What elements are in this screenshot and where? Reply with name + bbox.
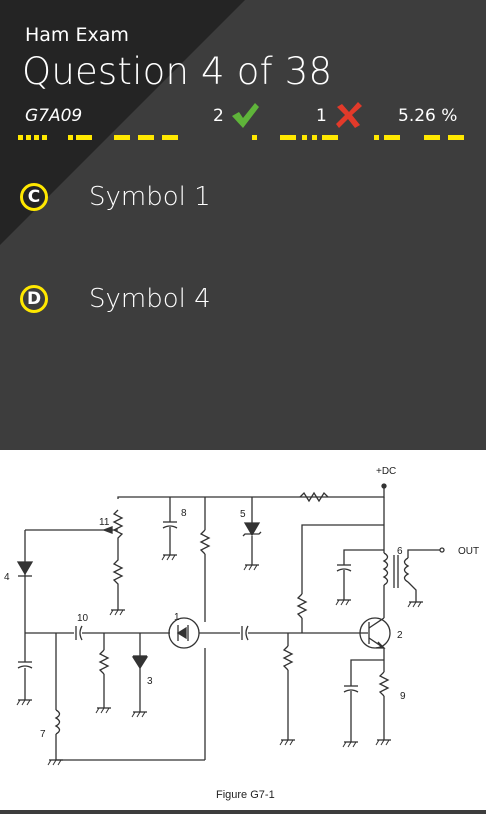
app-title: Ham Exam: [25, 24, 129, 46]
output-label: OUT: [458, 546, 479, 557]
component-number: 2: [397, 630, 403, 641]
component-number: 11: [99, 517, 110, 528]
answer-d-letter-badge: D: [20, 285, 48, 313]
circuit-diagram: +DC OUT 1 2 3 4 5 6 7 8 9 10 11 Figure G…: [4, 466, 479, 801]
answer-option-c[interactable]: C Symbol 1: [20, 182, 211, 212]
component-number: 3: [147, 676, 153, 687]
component-number: 10: [77, 613, 89, 624]
morse-code-decoration: [18, 135, 464, 140]
answer-option-d[interactable]: D Symbol 4: [20, 284, 211, 314]
score-percent: 5.26 %: [398, 106, 458, 126]
component-number: 1: [174, 612, 180, 623]
figure-caption: Figure G7-1: [216, 789, 275, 801]
answer-c-label: Symbol 1: [89, 182, 211, 212]
answer-c-letter-badge: C: [20, 183, 48, 211]
checkmark-icon: [232, 103, 259, 128]
component-number: 7: [40, 729, 46, 740]
question-id: G7A09: [25, 106, 83, 126]
correct-count: 2: [213, 106, 224, 126]
wrong-count: 1: [316, 106, 327, 126]
component-number: 9: [400, 691, 406, 702]
component-number: 4: [4, 572, 10, 583]
dc-supply-label: +DC: [376, 466, 396, 477]
answer-d-label: Symbol 4: [89, 284, 211, 314]
component-number: 8: [181, 508, 187, 519]
component-number: 6: [397, 546, 403, 557]
cross-icon: [336, 102, 362, 128]
circuit-figure: +DC OUT 1 2 3 4 5 6 7 8 9 10 11 Figure G…: [0, 450, 486, 810]
question-title: Question 4 of 38: [22, 50, 333, 93]
component-number: 5: [240, 509, 246, 520]
